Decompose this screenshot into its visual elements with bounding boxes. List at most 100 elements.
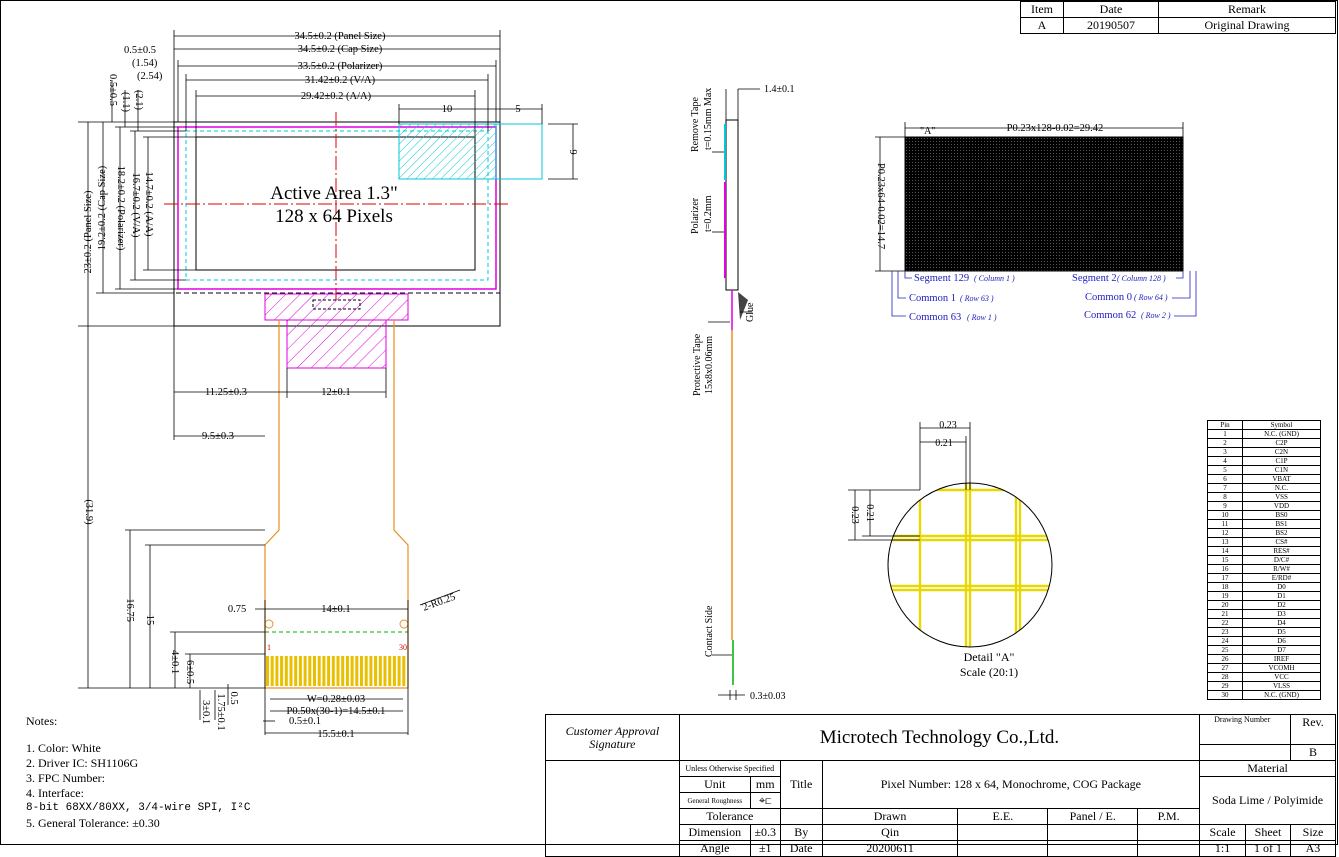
fpc-pin [336, 656, 340, 686]
dim-14: 14±0.1 [321, 604, 350, 615]
dim-16-75: 16.75 [124, 598, 135, 622]
fpc-outline [264, 320, 409, 689]
by-label: By [779, 824, 823, 841]
pin-number: 4 [1207, 456, 1243, 466]
revision-table: Item Date Remark A 20190507 Original Dra… [1020, 1, 1336, 34]
fpc-pins [266, 656, 406, 686]
fpc-pin [298, 656, 302, 686]
pixel-view-labels: "A" P0.23x128-0.02=29.42 P0.23x64-0.02=1… [875, 123, 1171, 323]
notes-heading: Notes: [26, 714, 58, 728]
title-value: Pixel Number: 128 x 64, Monochrome, COG … [821, 760, 1201, 809]
pin-symbol: VSS [1242, 492, 1321, 502]
pin-number: 1 [1207, 429, 1243, 439]
panel-value [1047, 824, 1139, 841]
dim-0-75: 0.75 [228, 604, 246, 615]
polarizer-outline [177, 126, 497, 290]
rev-label: Rev. [1289, 714, 1337, 745]
fpc-pin [378, 656, 382, 686]
fpc-pin [327, 656, 331, 686]
pin-number: 25 [1207, 645, 1243, 655]
pin-symbol: D0 [1242, 582, 1321, 592]
dim-va-height: 16.7±0.2 (V/A) [130, 173, 141, 238]
by-value: Qin [821, 824, 959, 841]
pin-symbol: D6 [1242, 636, 1321, 646]
title-block: Customer Approval Signature Microtech Te… [545, 714, 1337, 857]
unit-value: mm [749, 776, 781, 793]
fpc-hole-left [264, 619, 274, 629]
dim-pixel-height: P0.23x64-0.02=14.7 [875, 163, 886, 249]
fpc-pin [275, 656, 279, 686]
remove-tape-thickness: t=0.15mm Max [703, 88, 714, 150]
pin-number: 14 [1207, 546, 1243, 556]
dim-1-75: 1.75±0.1 [215, 693, 226, 730]
material-value: Soda Lime / Polyimide [1199, 776, 1336, 825]
pin-symbol: D4 [1242, 618, 1321, 628]
rev-header-item: Item [1020, 1, 1064, 18]
fpc-pin [270, 656, 274, 686]
pin-symbol: D1 [1242, 591, 1321, 601]
fpc-hole-right [399, 619, 409, 629]
fpc-pin [308, 656, 312, 686]
pin-number: 23 [1207, 627, 1243, 637]
pin-symbol: D/C# [1242, 555, 1321, 565]
fpc-pin [392, 656, 396, 686]
pin-symbol: CS# [1242, 537, 1321, 547]
dim-6-5: 6±0.5 [184, 660, 195, 684]
row-63: ( Row 63 ) [960, 294, 994, 303]
dim-9-5: 9.5±0.3 [202, 431, 234, 442]
fpc-pin [294, 656, 298, 686]
drawing-number-value [1199, 744, 1291, 761]
dim-polarizer: 33.5±0.2 (Polarizer) [298, 61, 383, 72]
pin-number: 17 [1207, 573, 1243, 583]
detail-dim-0-21-h: 0.21 [935, 438, 953, 449]
common-62: Common 62 [1084, 310, 1136, 321]
fpc-pin [322, 656, 326, 686]
dim-offset-1: 0.5±0.5 [124, 45, 156, 56]
scale-value: 1:1 [1199, 840, 1247, 857]
pin-symbol: C1N [1242, 465, 1321, 475]
pin-number: 11 [1207, 519, 1243, 529]
pin-header-symbol: Symbol [1242, 420, 1321, 430]
dim-4: 4±0.1 [169, 650, 180, 674]
pin-number: 8 [1207, 492, 1243, 502]
pin-number: 5 [1207, 465, 1243, 475]
row-2: ( Row 2 ) [1141, 311, 1171, 320]
pin-symbol: VLSS [1242, 681, 1321, 691]
polarizer-label: Polarizer [690, 197, 701, 234]
remove-tape-tab [398, 123, 543, 180]
drawn-label: Drawn [821, 808, 959, 825]
column-1: ( Column 1 ) [974, 274, 1015, 283]
pin-symbol: N.C. (GND) [1242, 429, 1321, 439]
scale-label: Scale [1199, 824, 1247, 841]
rev-header-date: Date [1063, 1, 1159, 18]
rev-header-remark: Remark [1158, 1, 1336, 18]
fpc-pin [388, 656, 392, 686]
panel-date [1047, 840, 1139, 857]
dim-fpc-thickness: 0.3±0.03 [750, 691, 786, 702]
roughness-icon: ⌖⊏ [759, 795, 772, 807]
ee-date [957, 840, 1049, 857]
pin-number: 15 [1207, 555, 1243, 565]
pin-number: 28 [1207, 672, 1243, 682]
pin-number: 22 [1207, 618, 1243, 628]
pin-symbol: BS0 [1242, 510, 1321, 520]
detail-dim-0-23-v: 0.23 [849, 506, 860, 524]
rev-date: 20190507 [1063, 17, 1159, 34]
size-value: A3 [1289, 840, 1337, 857]
detail-scale: Scale (20:1) [960, 665, 1018, 679]
